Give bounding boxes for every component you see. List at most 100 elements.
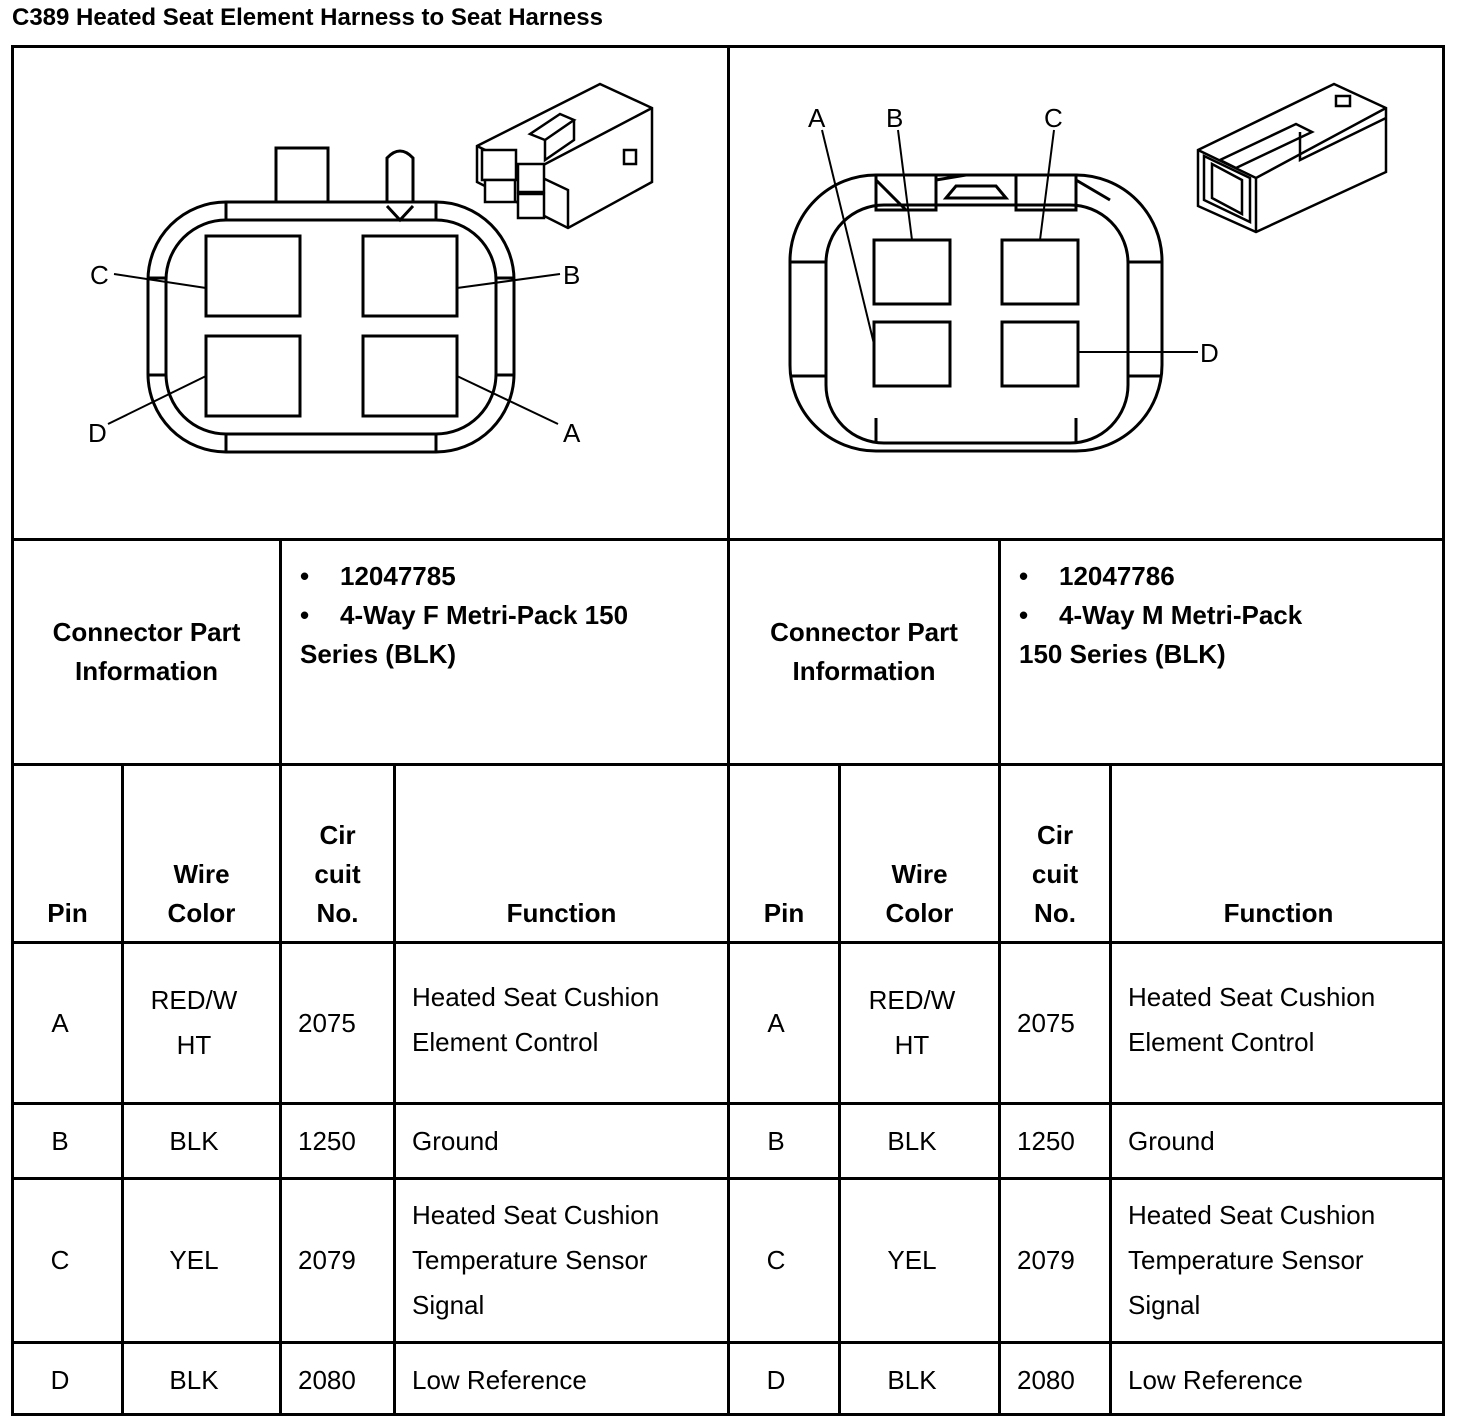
cell-text: Ground	[1128, 1125, 1215, 1156]
part-number: 12047786	[1059, 561, 1175, 591]
wire-color-cell: RED/W HT	[124, 944, 264, 1102]
cell-text: 1250	[298, 1125, 356, 1156]
cell-text: RED/W HT	[150, 985, 238, 1060]
pin-a-label: A	[563, 418, 581, 448]
pin-c-leader	[1039, 129, 1055, 241]
circuit-cell: 1250	[1001, 1105, 1109, 1177]
cell-text: BLK	[169, 1364, 219, 1395]
header-circuit-right: Cir cuit No.	[1001, 766, 1109, 941]
cell-text: A	[51, 1007, 69, 1038]
pin-cell: B	[14, 1105, 106, 1177]
header-text: Cir cuit No.	[314, 820, 361, 928]
function-cell: Heated Seat Cushion Element Control	[1112, 975, 1445, 1102]
pin-c-label: C	[90, 260, 109, 290]
pin-cell: C	[730, 1180, 822, 1341]
part-number: 12047785	[340, 561, 456, 591]
circuit-cell: 1250	[282, 1105, 393, 1177]
row-divider	[11, 1102, 1445, 1105]
function-cell: Low Reference	[396, 1344, 727, 1416]
wire-color-cell: YEL	[124, 1180, 264, 1341]
row-divider	[11, 1177, 1445, 1180]
circuit-cell: 2080	[1001, 1344, 1109, 1416]
row-divider	[11, 763, 1445, 766]
cell-text: Heated Seat Cushion Temperature Sensor S…	[1128, 1200, 1376, 1320]
info-label-text: Connector Part Information	[770, 617, 958, 686]
cell-text: D	[766, 1364, 786, 1395]
male-connector-diagram: A B C D	[788, 82, 1388, 453]
female-connector-iso-icon	[475, 82, 654, 230]
column-divider	[121, 763, 124, 1416]
pin-cell: A	[730, 944, 822, 1102]
female-connector-diagram: C B D A	[88, 82, 654, 454]
pin-cell: B	[730, 1105, 822, 1177]
pin-b-leader	[897, 129, 913, 241]
row-divider	[11, 1341, 1445, 1344]
part-number-item: •12047785	[300, 561, 456, 591]
cell-text: Low Reference	[1128, 1364, 1303, 1395]
column-divider	[838, 763, 841, 1416]
cell-text: RED/W HT	[868, 985, 956, 1060]
connector-info-right: •12047786 •4-Way M Metri-Pack 150 Series…	[1001, 541, 1445, 763]
header-function-left: Function	[396, 766, 727, 941]
cell-text: Ground	[412, 1125, 499, 1156]
function-cell: Ground	[396, 1105, 727, 1177]
center-divider	[727, 45, 730, 1416]
cell-text: 2080	[1017, 1364, 1075, 1395]
header-pin-right: Pin	[730, 766, 838, 941]
pin-d-leader	[107, 375, 207, 425]
wire-color-cell: BLK	[124, 1344, 264, 1416]
function-cell: Heated Seat Cushion Element Control	[396, 975, 727, 1102]
cell-text: 2080	[298, 1364, 356, 1395]
connector-info-label-right: Connector Part Information	[730, 541, 998, 763]
column-divider	[1109, 763, 1112, 1416]
connector-info-label-left: Connector Part Information	[14, 541, 279, 763]
cell-text: A	[767, 1007, 785, 1038]
pin-cell: A	[14, 944, 106, 1102]
part-number-item: •12047786	[1019, 561, 1175, 591]
pin-d-label: D	[88, 418, 107, 448]
header-text: Function	[1223, 898, 1334, 928]
circuit-cell: 2079	[282, 1180, 393, 1341]
cell-text: B	[51, 1125, 69, 1156]
cell-text: BLK	[887, 1125, 937, 1156]
pin-cell: C	[14, 1180, 106, 1341]
cell-text: 2079	[298, 1245, 356, 1275]
cell-text: BLK	[169, 1125, 219, 1156]
function-cell: Low Reference	[1112, 1344, 1445, 1416]
pin-cell: D	[730, 1344, 822, 1416]
page-title: C389 Heated Seat Element Harness to Seat…	[12, 4, 603, 31]
header-pin-left: Pin	[14, 766, 121, 941]
pin-c-label: C	[1044, 103, 1063, 133]
pin-cell: D	[14, 1344, 106, 1416]
pin-a-leader	[456, 375, 559, 425]
cell-text: Heated Seat Cushion Element Control	[1128, 982, 1376, 1057]
wire-color-cell: BLK	[841, 1105, 983, 1177]
column-divider	[393, 763, 396, 1416]
cell-text: BLK	[887, 1364, 937, 1395]
cell-text: 1250	[1017, 1125, 1075, 1156]
circuit-cell: 2079	[1001, 1180, 1109, 1341]
wire-color-cell: BLK	[124, 1105, 264, 1177]
header-text: Wire Color	[167, 859, 236, 928]
function-cell: Heated Seat Cushion Temperature Sensor S…	[1112, 1193, 1445, 1341]
cell-text: 2079	[1017, 1245, 1075, 1275]
description-item: •4-Way F Metri-Pack 150 Series (BLK)	[300, 600, 629, 669]
header-text: Pin	[763, 898, 805, 928]
column-divider	[279, 538, 282, 1416]
wire-color-cell: YEL	[841, 1180, 983, 1341]
function-cell: Ground	[1112, 1105, 1445, 1177]
cell-text: D	[50, 1364, 70, 1395]
header-text: Wire Color	[885, 859, 954, 928]
header-text: Pin	[47, 898, 88, 928]
connector-description: 4-Way F Metri-Pack 150 Series (BLK)	[300, 600, 629, 669]
header-text: Cir cuit No.	[1031, 820, 1079, 928]
connector-description: 4-Way M Metri-Pack 150 Series (BLK)	[1019, 600, 1303, 669]
header-wire-color-left: Wire Color	[124, 766, 279, 941]
pin-d-label: D	[1200, 338, 1219, 368]
pin-a-leader	[821, 129, 875, 345]
cell-text: Heated Seat Cushion Element Control	[412, 982, 660, 1057]
cell-text: C	[50, 1245, 70, 1275]
pin-b-label: B	[563, 260, 580, 290]
connector-info-left: •12047785 •4-Way F Metri-Pack 150 Series…	[282, 541, 727, 763]
cell-text: YEL	[887, 1245, 937, 1275]
